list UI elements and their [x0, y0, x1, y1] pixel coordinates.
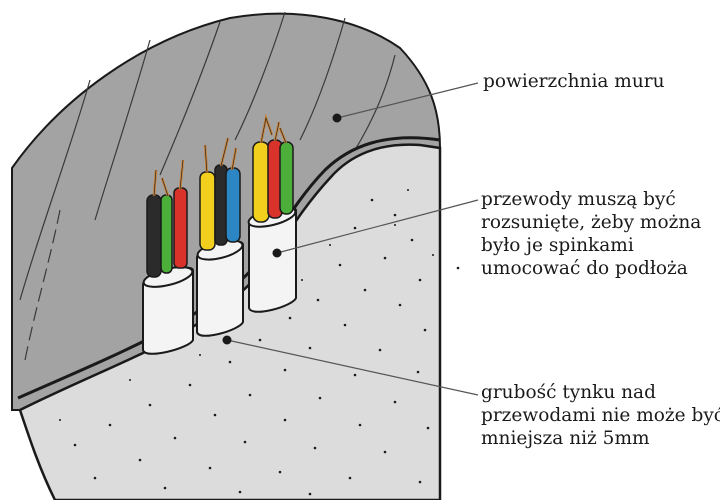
dot-wall [332, 113, 342, 123]
label-wires-line-3: było je spinkami [481, 235, 634, 256]
wire-black [146, 194, 162, 278]
label-plaster-line-1: grubość tynku nad [481, 382, 656, 403]
label-plaster-line-3: mniejsza niż 5mm [481, 428, 650, 449]
label-wires-line-1: przewody muszą być [481, 189, 676, 210]
wire-blue [225, 167, 241, 243]
wire-black-2 [214, 164, 228, 246]
wire-yellow-2 [252, 141, 270, 223]
cable-left [142, 159, 194, 355]
leader-plaster [226, 339, 479, 396]
cable-right [247, 113, 297, 313]
leader-dots [222, 113, 342, 345]
plaster-speckles [59, 189, 460, 496]
leader-wall [336, 82, 479, 119]
wall-streaks [19, 11, 396, 361]
wire-green [160, 194, 173, 274]
dot-wires [272, 248, 282, 258]
cable-middle [196, 137, 244, 337]
leader-wires [276, 199, 479, 254]
label-wall-surface: powierzchnia muru [483, 70, 665, 93]
label-wall-surface-line: powierzchnia muru [483, 71, 665, 92]
label-plaster-thickness: grubość tynku nad przewodami nie może by… [481, 381, 720, 450]
label-wires-line-4: umocować do podłoża [481, 258, 688, 279]
label-wires-line-2: rozsunięte, żeby można [481, 212, 702, 233]
dot-plaster [222, 335, 232, 345]
label-plaster-line-2: przewodami nie może być [481, 405, 720, 426]
wire-red [173, 187, 188, 269]
wire-green-2 [279, 141, 294, 215]
label-wires-spacing: przewody muszą być rozsunięte, żeby możn… [481, 188, 701, 280]
leader-lines [226, 82, 479, 396]
wire-yellow [199, 171, 216, 251]
